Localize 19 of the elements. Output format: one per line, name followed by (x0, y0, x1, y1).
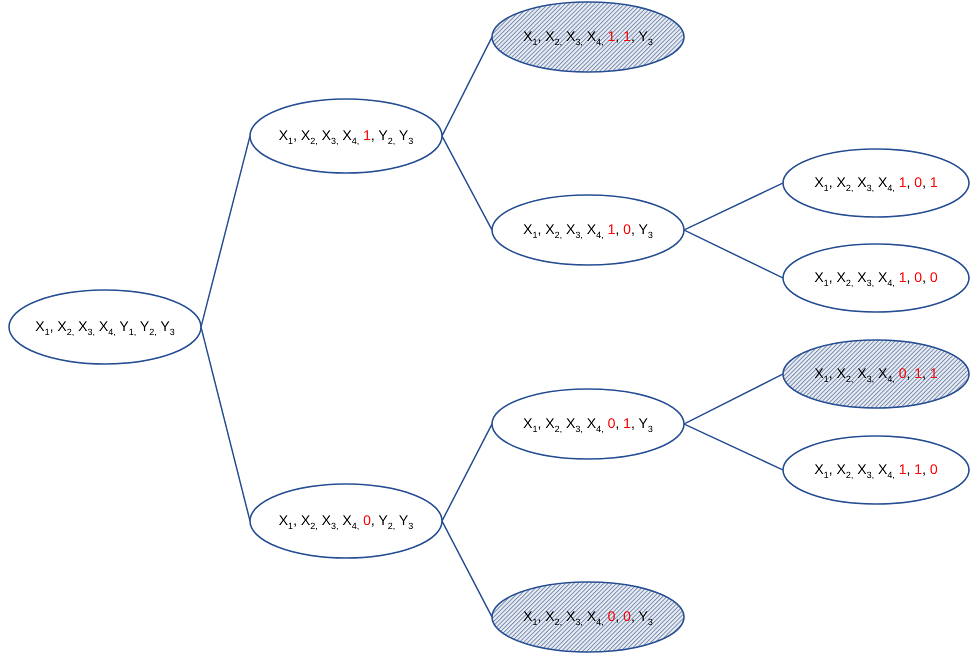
state-label: X$_{1}$, X$_{2,}$ X$_{3,}$ X$_{4,}$ Y$_{1,}$ Y$_{2,}$ Y$_{3}$ (35, 318, 175, 336)
state-label: X$_{1}$, X$_{2,}$ X$_{3,}$ X$_{4,}$ 0, Y$_{2,}$ Y$_{3}$ (278, 512, 414, 530)
connector-line (441, 136, 493, 230)
connector-line (441, 424, 493, 522)
state-label: X$_{1}$, X$_{2,}$ X$_{3,}$ X$_{4,}$ 1, 0, 0 (814, 268, 938, 288)
connector-line (684, 423, 784, 471)
state-label: X$_{1}$, X$_{2,}$ X$_{3,}$ X$_{4,}$ 1, 0, 1 (814, 174, 938, 192)
connector-line (441, 36, 493, 136)
state-label: X$_{1}$, X$_{2,}$ X$_{3,}$ X$_{4,}$ 0, 1, Y$_{3}$ (523, 414, 653, 434)
connector-line (684, 182, 784, 231)
connector-line (684, 229, 784, 279)
state-label: X$_{1}$, X$_{2,}$ X$_{3,}$ X$_{4,}$ 1, 1, 0 (814, 460, 938, 480)
state-label: X$_{1}$, X$_{2,}$ X$_{3,}$ X$_{4,}$ 0, 0, Y$_{3}$ (523, 608, 653, 626)
state-label: X$_{1}$, X$_{2,}$ X$_{3,}$ X$_{4,}$ 1, Y$_{2,}$ Y$_{3}$ (278, 126, 414, 146)
state-label: X$_{1}$, X$_{2,}$ X$_{3,}$ X$_{4,}$ 1, 1, Y$_{3}$ (523, 28, 653, 46)
connector-line (684, 373, 784, 425)
state-label: X$_{1}$, X$_{2,}$ X$_{3,}$ X$_{4,}$ 0, 1, 1 (814, 364, 938, 384)
connector-line (441, 520, 493, 618)
state-label: X$_{1}$, X$_{2,}$ X$_{3,}$ X$_{4,}$ 1, 0, Y$_{3}$ (523, 220, 653, 240)
